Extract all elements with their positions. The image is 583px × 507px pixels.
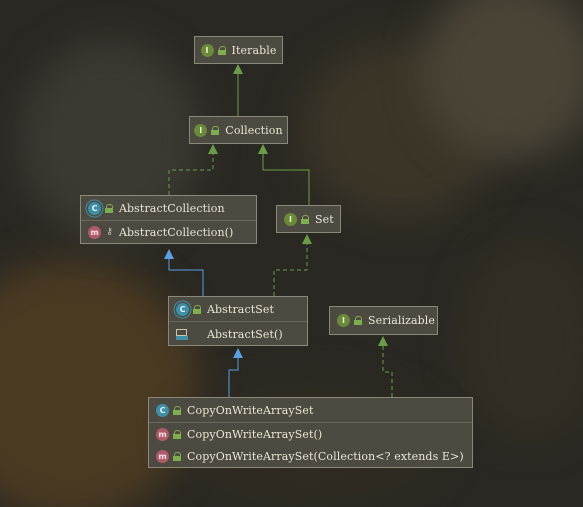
node-abstract-collection[interactable]: C AbstractCollection m ⚷ AbstractCollect… bbox=[80, 195, 257, 244]
method-icon: m bbox=[156, 449, 169, 463]
arrowhead-set bbox=[302, 234, 312, 244]
node-title: Serializable bbox=[368, 314, 436, 327]
class-icon: C bbox=[156, 403, 169, 417]
abstract-class-icon: C bbox=[176, 302, 189, 316]
node-set[interactable]: I Set bbox=[276, 205, 341, 233]
public-lock-icon bbox=[301, 214, 310, 224]
member-constructor: CopyOnWriteArraySet() bbox=[187, 427, 323, 441]
node-title: Iterable bbox=[231, 43, 277, 57]
public-lock-icon bbox=[173, 429, 182, 439]
node-title: AbstractCollection bbox=[119, 201, 225, 215]
public-lock-icon bbox=[193, 304, 202, 314]
edge-set-collection bbox=[262, 150, 310, 205]
method-icon: m bbox=[88, 226, 101, 239]
public-lock-icon bbox=[217, 45, 227, 55]
edge-cowas-abstractset bbox=[228, 355, 239, 397]
arrowhead-serializable bbox=[378, 336, 388, 346]
edge-abstractcollection-collection bbox=[168, 150, 214, 195]
public-lock-icon bbox=[173, 451, 182, 461]
interface-icon: I bbox=[337, 314, 350, 327]
package-private-icon bbox=[176, 328, 190, 341]
interface-icon: I bbox=[194, 123, 208, 137]
node-iterable[interactable]: I Iterable bbox=[194, 36, 283, 64]
node-copy-on-write-array-set[interactable]: C CopyOnWriteArraySet m CopyOnWriteArray… bbox=[148, 397, 473, 468]
node-title: Collection bbox=[225, 123, 283, 137]
node-title: Set bbox=[315, 212, 334, 226]
member-constructor: CopyOnWriteArraySet(Collection<? extends… bbox=[187, 449, 464, 463]
node-title: AbstractSet bbox=[207, 302, 275, 316]
node-collection[interactable]: I Collection bbox=[189, 116, 288, 144]
protected-key-icon: ⚷ bbox=[106, 227, 113, 237]
arrowhead-collection-left bbox=[208, 144, 218, 154]
abstract-class-icon: C bbox=[88, 201, 101, 215]
arrowhead-iterable bbox=[233, 64, 243, 74]
method-icon: m bbox=[156, 427, 169, 441]
public-lock-icon bbox=[354, 316, 363, 325]
edge-cowas-serializable bbox=[382, 342, 393, 397]
public-lock-icon bbox=[105, 203, 114, 213]
arrowhead-collection-right bbox=[258, 144, 268, 154]
member-constructor: AbstractSet() bbox=[207, 327, 283, 341]
node-abstract-set[interactable]: C AbstractSet AbstractSet() bbox=[168, 296, 308, 346]
public-lock-icon bbox=[211, 125, 220, 135]
edge-abstractset-set bbox=[273, 240, 308, 296]
member-constructor: AbstractCollection() bbox=[119, 226, 234, 239]
interface-icon: I bbox=[284, 212, 297, 226]
interface-icon: I bbox=[200, 43, 214, 57]
arrowhead-abstractset bbox=[233, 348, 243, 358]
node-title: CopyOnWriteArraySet bbox=[187, 403, 314, 417]
edge-abstractset-abstractcollection bbox=[168, 255, 204, 296]
public-lock-icon bbox=[173, 405, 182, 415]
node-serializable[interactable]: I Serializable bbox=[329, 306, 438, 335]
arrowhead-abstractcollection bbox=[164, 249, 174, 259]
